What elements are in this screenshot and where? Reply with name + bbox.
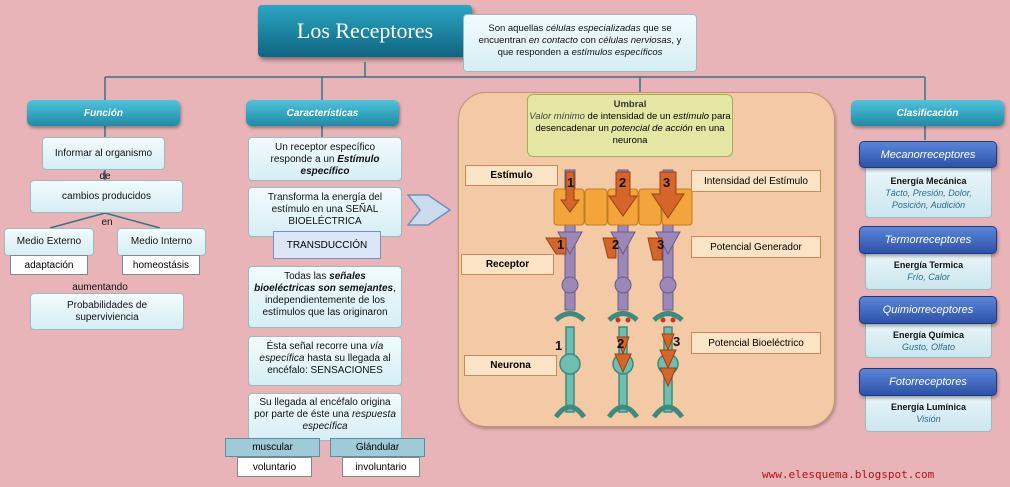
receptor-column-3 [655, 169, 681, 311]
probabilidades-box: Probabilidades de superviviencia [30, 293, 184, 330]
page-title: Los Receptores [296, 18, 434, 43]
number-2-stimulus: 2 [619, 175, 627, 190]
number-3-stimulus: 3 [663, 175, 671, 190]
generator-arrows [545, 237, 663, 261]
number-1-stimulus: 1 [567, 175, 575, 190]
stimulus-arrows [560, 171, 685, 219]
footer-url[interactable]: www.elesquema.blogspot.com [762, 468, 935, 481]
title-box: Los Receptores [258, 5, 472, 57]
foto-header: Fotorreceptores [859, 368, 997, 396]
number-2-neuron: 2 [617, 336, 625, 351]
c2-box: Transforma la energía del estímulo en un… [248, 187, 402, 237]
number-3-neuron: 3 [673, 334, 681, 349]
voluntario-box: voluntario [237, 457, 312, 477]
number-2-generator: 2 [612, 237, 620, 252]
definition-box: Son aquellas células especializadas que … [463, 14, 697, 72]
receptor-illustration [545, 169, 693, 419]
number-3-generator: 3 [657, 237, 665, 252]
neurona-label: Neurona [464, 355, 557, 376]
transduccion-box: TRANSDUCCIÓN [273, 231, 381, 259]
cambios-box: cambios producidos [30, 180, 183, 213]
glandular-box: Glándular [330, 438, 425, 457]
c5-box: Su llegada al encéfalo origina por parte… [248, 393, 402, 441]
estimulo-label: Estímulo [465, 165, 558, 186]
receptor-label: Receptor [461, 254, 554, 275]
c4-box: Ésta señal recorre una vía específica ha… [248, 336, 402, 386]
neurons [553, 311, 685, 419]
c3-box: Todas las señales bioeléctricas son seme… [248, 266, 402, 328]
umbral-box: Umbral Valor mínimo de intensidad de un … [527, 94, 733, 157]
receptor-column-1 [557, 169, 583, 311]
de-label: de [99, 171, 111, 182]
c1-box: Un receptor específico responde a un Est… [248, 137, 402, 181]
termo-header: Termorreceptores [859, 226, 997, 254]
intensidad-label: Intensidad del Estímulo [691, 170, 821, 192]
involuntario-box: involuntario [342, 457, 420, 477]
medio-interno-box: Medio Interno [117, 228, 206, 256]
potencial-bioelectrico-label: Potencial Bioeléctrico [691, 332, 821, 354]
funcion-header: Función [27, 100, 180, 126]
muscular-box: muscular [225, 438, 320, 457]
informar-box: Informar al organismo [42, 137, 165, 170]
adaptacion-box: adaptación [10, 255, 88, 275]
number-1-generator: 1 [557, 237, 565, 252]
aumentando-label: aumentando [72, 282, 128, 293]
mecano-header: Mecanorreceptores [859, 141, 997, 168]
number-1-neuron: 1 [555, 338, 563, 353]
quimio-header: Quimiorreceptores [859, 296, 997, 324]
impulse-arrows [614, 333, 677, 388]
receptor-column-2 [610, 169, 636, 311]
medio-externo-box: Medio Externo [4, 228, 94, 256]
caracteristicas-header: Características [246, 100, 399, 126]
en-label: en [101, 217, 113, 228]
potencial-generador-label: Potencial Generador [691, 236, 821, 258]
homeostasis-box: homeostásis [122, 255, 200, 275]
clasificacion-header: Clasificación [851, 100, 1004, 126]
